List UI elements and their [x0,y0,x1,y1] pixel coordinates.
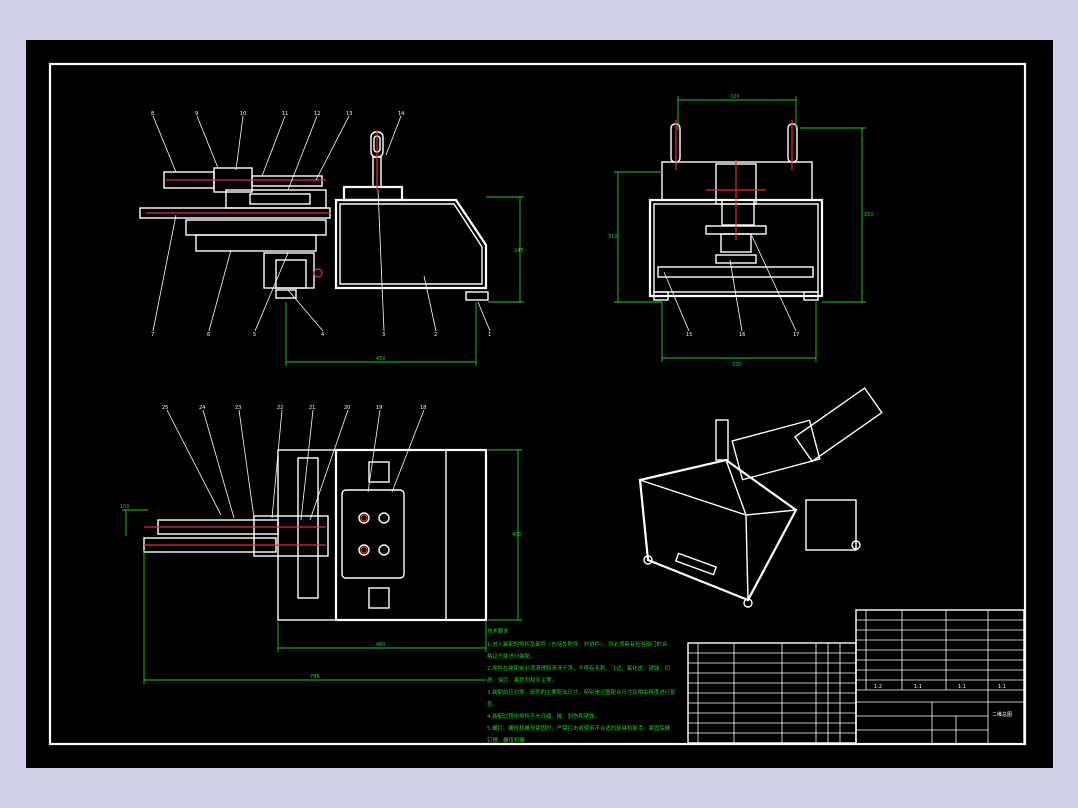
scale-3: 1:1 [958,684,966,690]
balloon-12: 12 [314,111,320,117]
dim-front-height: 245 [514,248,524,254]
note-line-9: 钉槽、螺母和螺 [487,736,525,744]
balloon-6: 6 [207,332,210,338]
dim-top-right: 400 [512,532,522,538]
balloon-21: 21 [309,405,315,411]
balloon-16: 16 [739,332,745,338]
note-line-7: 4.装配过程中零件不允许磕、碰、划伤和锈蚀。 [487,712,600,720]
dim-top-overall: 786 [310,674,320,680]
scale-1: 1:2 [874,684,882,690]
dim-top-inner: 480 [376,642,386,648]
drawing-name: 二维总图 [992,711,1012,718]
balloon-labels: 8 9 10 11 12 13 14 7 6 5 4 3 2 1 15 16 1… [151,111,799,411]
dim-side-bottom: 330 [732,362,742,368]
parts-list: 1:2 1:1 1:1 1:1 二维总图 [687,609,1025,745]
balloon-19: 19 [376,405,382,411]
note-line-1: 1.进入装配的零件及部件（包括外购件、外协件），均必须具有检验部门的合 [487,640,668,648]
note-line-3: 2.零件在装配前必须清理和清洗干净，不得有毛刺、飞边、氧化皮、锈蚀、切 [487,664,671,672]
balloon-13: 13 [346,111,352,117]
balloon-7: 7 [151,332,154,338]
note-line-4: 屑、油污、着色剂和灰尘等。 [487,676,557,684]
balloon-25: 25 [162,405,168,411]
cad-drawing: 8 9 10 11 12 13 14 7 6 5 4 3 2 1 15 16 1… [48,62,1027,746]
dim-side-left: 310 [608,234,618,240]
balloon-10: 10 [240,111,246,117]
balloon-9: 9 [195,111,198,117]
top-view [122,409,522,684]
dimension-labels: 450 245 320 330 310 350 480 786 400 100 [120,94,874,680]
balloon-18: 18 [420,405,426,411]
balloon-24: 24 [199,405,205,411]
isometric-view [638,387,883,608]
balloon-17: 17 [793,332,799,338]
balloon-4: 4 [321,332,324,338]
balloon-11: 11 [282,111,288,117]
side-view [614,96,866,362]
balloon-2: 2 [434,332,437,338]
technical-notes: 技术要求 1.进入装配的零件及部件（包括外购件、外协件），均必须具有检验部门的合… [487,627,676,744]
balloon-20: 20 [344,405,350,411]
note-line-6: 查。 [487,700,498,708]
balloon-23: 23 [235,405,241,411]
balloon-1: 1 [488,332,491,338]
scale-4: 1:1 [998,684,1006,690]
scale-2: 1:1 [914,684,922,690]
note-line-8: 5.螺钉、螺栓和螺母紧固时，严禁打击或使用不合适的旋具和扳手。紧固后螺 [487,724,671,732]
note-line-2: 格证方能进行装配。 [487,652,536,660]
balloon-14: 14 [398,111,404,117]
dim-side-right: 350 [864,212,874,218]
front-view [139,115,524,366]
balloon-8: 8 [151,111,154,117]
balloon-22: 22 [277,405,283,411]
balloon-3: 3 [382,332,385,338]
sheet-border [48,62,1027,746]
note-line-5: 3.装配前应对零、部件的主要配合尺寸，特别是过盈配合尺寸及相关精度进行复 [487,688,676,696]
dim-front-width: 450 [376,356,386,362]
dim-side-top: 320 [730,94,740,100]
balloon-5: 5 [253,332,256,338]
dim-top-left: 100 [120,504,130,510]
balloon-15: 15 [686,332,692,338]
drawing-sheet: 8 9 10 11 12 13 14 7 6 5 4 3 2 1 15 16 1… [26,40,1053,768]
notes-title: 技术要求 [487,627,509,635]
